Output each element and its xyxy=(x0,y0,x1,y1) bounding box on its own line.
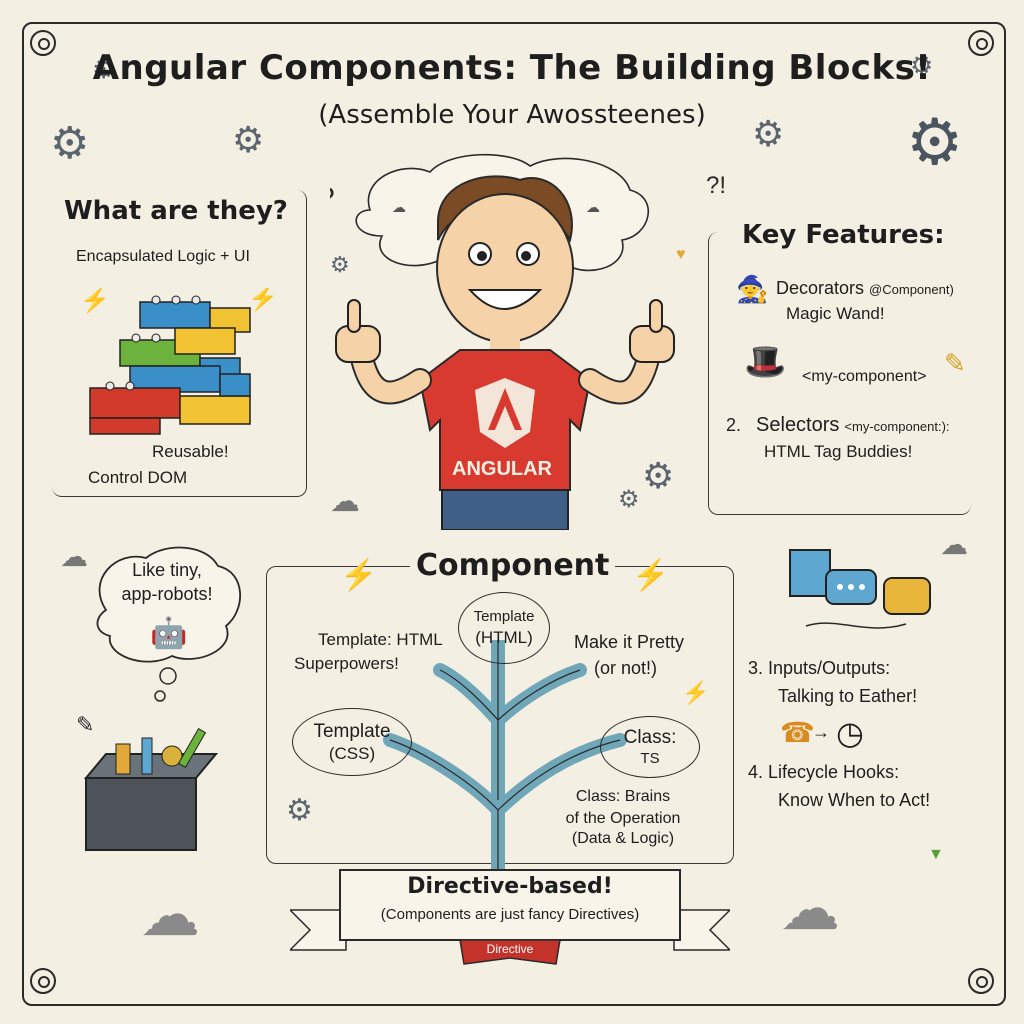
lifecycle-label: 4. Lifecycle Hooks: xyxy=(748,762,900,782)
magic-wand-icon: ✎ xyxy=(944,348,966,378)
gear-icon: ⚙ xyxy=(618,486,640,513)
template-css-node: Template(CSS) xyxy=(292,708,412,776)
pretty-note-2: (or not!) xyxy=(594,658,658,678)
node-text: (HTML) xyxy=(475,627,533,647)
selectors-tag: <my-component:): xyxy=(844,419,950,434)
template-html-note-2: Superpowers! xyxy=(294,654,399,673)
gear-icon: ⚙ xyxy=(50,119,90,168)
page-frame xyxy=(22,22,1006,1006)
bubble-text-2: app-robots! xyxy=(121,584,213,604)
toolbox-illustration: ✎ xyxy=(76,712,219,851)
shirt-label: ANGULAR xyxy=(452,458,552,480)
gear-icon: ⚙ xyxy=(910,50,934,80)
svg-text:☁: ☁ xyxy=(586,199,600,215)
triangle-icon: ▼ xyxy=(928,846,944,863)
key-features-panel xyxy=(708,232,971,515)
template-html-node: Template (HTML) xyxy=(458,592,550,664)
reusable-label: Reusable! xyxy=(152,442,229,461)
svg-text:?: ? xyxy=(330,182,335,215)
svg-text:⚡: ⚡ xyxy=(248,288,278,312)
chat-bubbles-icon xyxy=(789,549,931,629)
corner-ornament xyxy=(968,968,994,994)
wizard-hat-icon: 🎩 xyxy=(744,343,787,381)
corner-ornament xyxy=(968,30,994,56)
cloud-icon: ☁ xyxy=(330,485,360,518)
cloud-icon: ☁ xyxy=(60,541,88,572)
lightning-icon: ⚡ xyxy=(682,680,710,705)
arrow-icon: → xyxy=(812,722,830,742)
gear-icon: ⚙ xyxy=(752,113,785,154)
inputs-outputs-label: 3. Inputs/Outputs: xyxy=(748,658,891,678)
gear-icon: ⚙ xyxy=(906,106,964,178)
control-dom-label: Control DOM xyxy=(88,468,188,487)
decorators-text: Decorators xyxy=(776,278,865,298)
node-text: Template xyxy=(313,720,391,742)
node-text: (CSS) xyxy=(328,744,376,764)
gear-icon: ⚙ xyxy=(286,794,313,827)
selectors-num: 2. xyxy=(726,415,742,435)
lightning-icon: ⚡ xyxy=(340,559,378,592)
corner-ornament xyxy=(30,30,56,56)
lightning-icon: ⚡ xyxy=(632,559,670,592)
developer-mascot: ☁ ☁ ? xyxy=(330,153,675,530)
banner-ribbon xyxy=(290,869,730,965)
clock-icon: ◷ xyxy=(836,715,864,751)
gear-icon: ⚙ xyxy=(232,119,265,160)
class-note-1: Class: Brains xyxy=(575,788,671,805)
banner-sub: (Components are just fancy Directives) xyxy=(380,906,640,923)
page-subtitle: (Assemble Your Awossteenes) xyxy=(318,100,706,130)
cloud-icon: ☁ xyxy=(140,881,200,948)
lifecycle-sub: Know When to Act! xyxy=(778,790,931,810)
gear-icon: ⚙ xyxy=(642,455,675,496)
svg-text:⚡: ⚡ xyxy=(80,288,110,314)
class-note-2: of the Operation xyxy=(565,810,681,827)
page-title: Angular Components: The Building Blocks! xyxy=(92,48,932,88)
what-are-they-panel xyxy=(52,190,307,497)
corner-ornament xyxy=(30,968,56,994)
gear-icon: ⚙ xyxy=(330,252,350,277)
decorators-tag: @Component) xyxy=(869,282,954,297)
component-heading: Component xyxy=(410,548,616,583)
svg-text:✎: ✎ xyxy=(76,712,94,737)
what-are-they-line: Encapsulated Logic + UI xyxy=(76,248,250,265)
gear-icon: ⚙ xyxy=(92,54,116,84)
pretty-note-1: Make it Pretty xyxy=(574,632,685,652)
decorators-sub: Magic Wand! xyxy=(786,304,885,323)
wizard-hat-icon: 🧙 xyxy=(736,274,769,304)
robot-icon: 🤖 xyxy=(150,617,188,650)
svg-text:☁: ☁ xyxy=(392,199,406,215)
class-node: Class:TS xyxy=(600,716,700,778)
banner-title: Directive-based! xyxy=(407,874,613,899)
banner-ribbon-label: Directive xyxy=(486,942,534,956)
node-text: Class: xyxy=(623,726,677,748)
thought-bubble xyxy=(96,546,241,702)
node-text: TS xyxy=(640,749,660,767)
cloud-icon: ☁ xyxy=(780,875,840,942)
selectors-label: 2. Selectors <my-component:): xyxy=(726,414,950,437)
node-text: Template xyxy=(473,608,535,625)
template-html-note-1: Template: HTML xyxy=(318,630,443,649)
what-are-they-heading: What are they? xyxy=(64,196,288,226)
inputs-outputs-sub: Talking to Eather! xyxy=(778,686,918,706)
decorators-label: Decorators @Component) xyxy=(776,278,954,299)
heart-icon: ♥ xyxy=(676,246,686,263)
bubble-text-1: Like tiny, xyxy=(132,560,202,580)
lego-blocks-illustration: ⚡ ⚡ xyxy=(80,288,278,435)
selectors-text: Selectors xyxy=(756,414,840,436)
example-tag: <my-component> xyxy=(802,368,927,385)
question-icon: ?! xyxy=(706,172,727,199)
selectors-sub: HTML Tag Buddies! xyxy=(764,442,913,461)
class-note-3: (Data & Logic) xyxy=(571,830,675,847)
tree-illustration xyxy=(383,640,627,880)
cloud-icon: ☁ xyxy=(940,529,968,560)
key-features-heading: Key Features: xyxy=(742,220,945,250)
phone-icon: ☎ xyxy=(780,717,815,748)
